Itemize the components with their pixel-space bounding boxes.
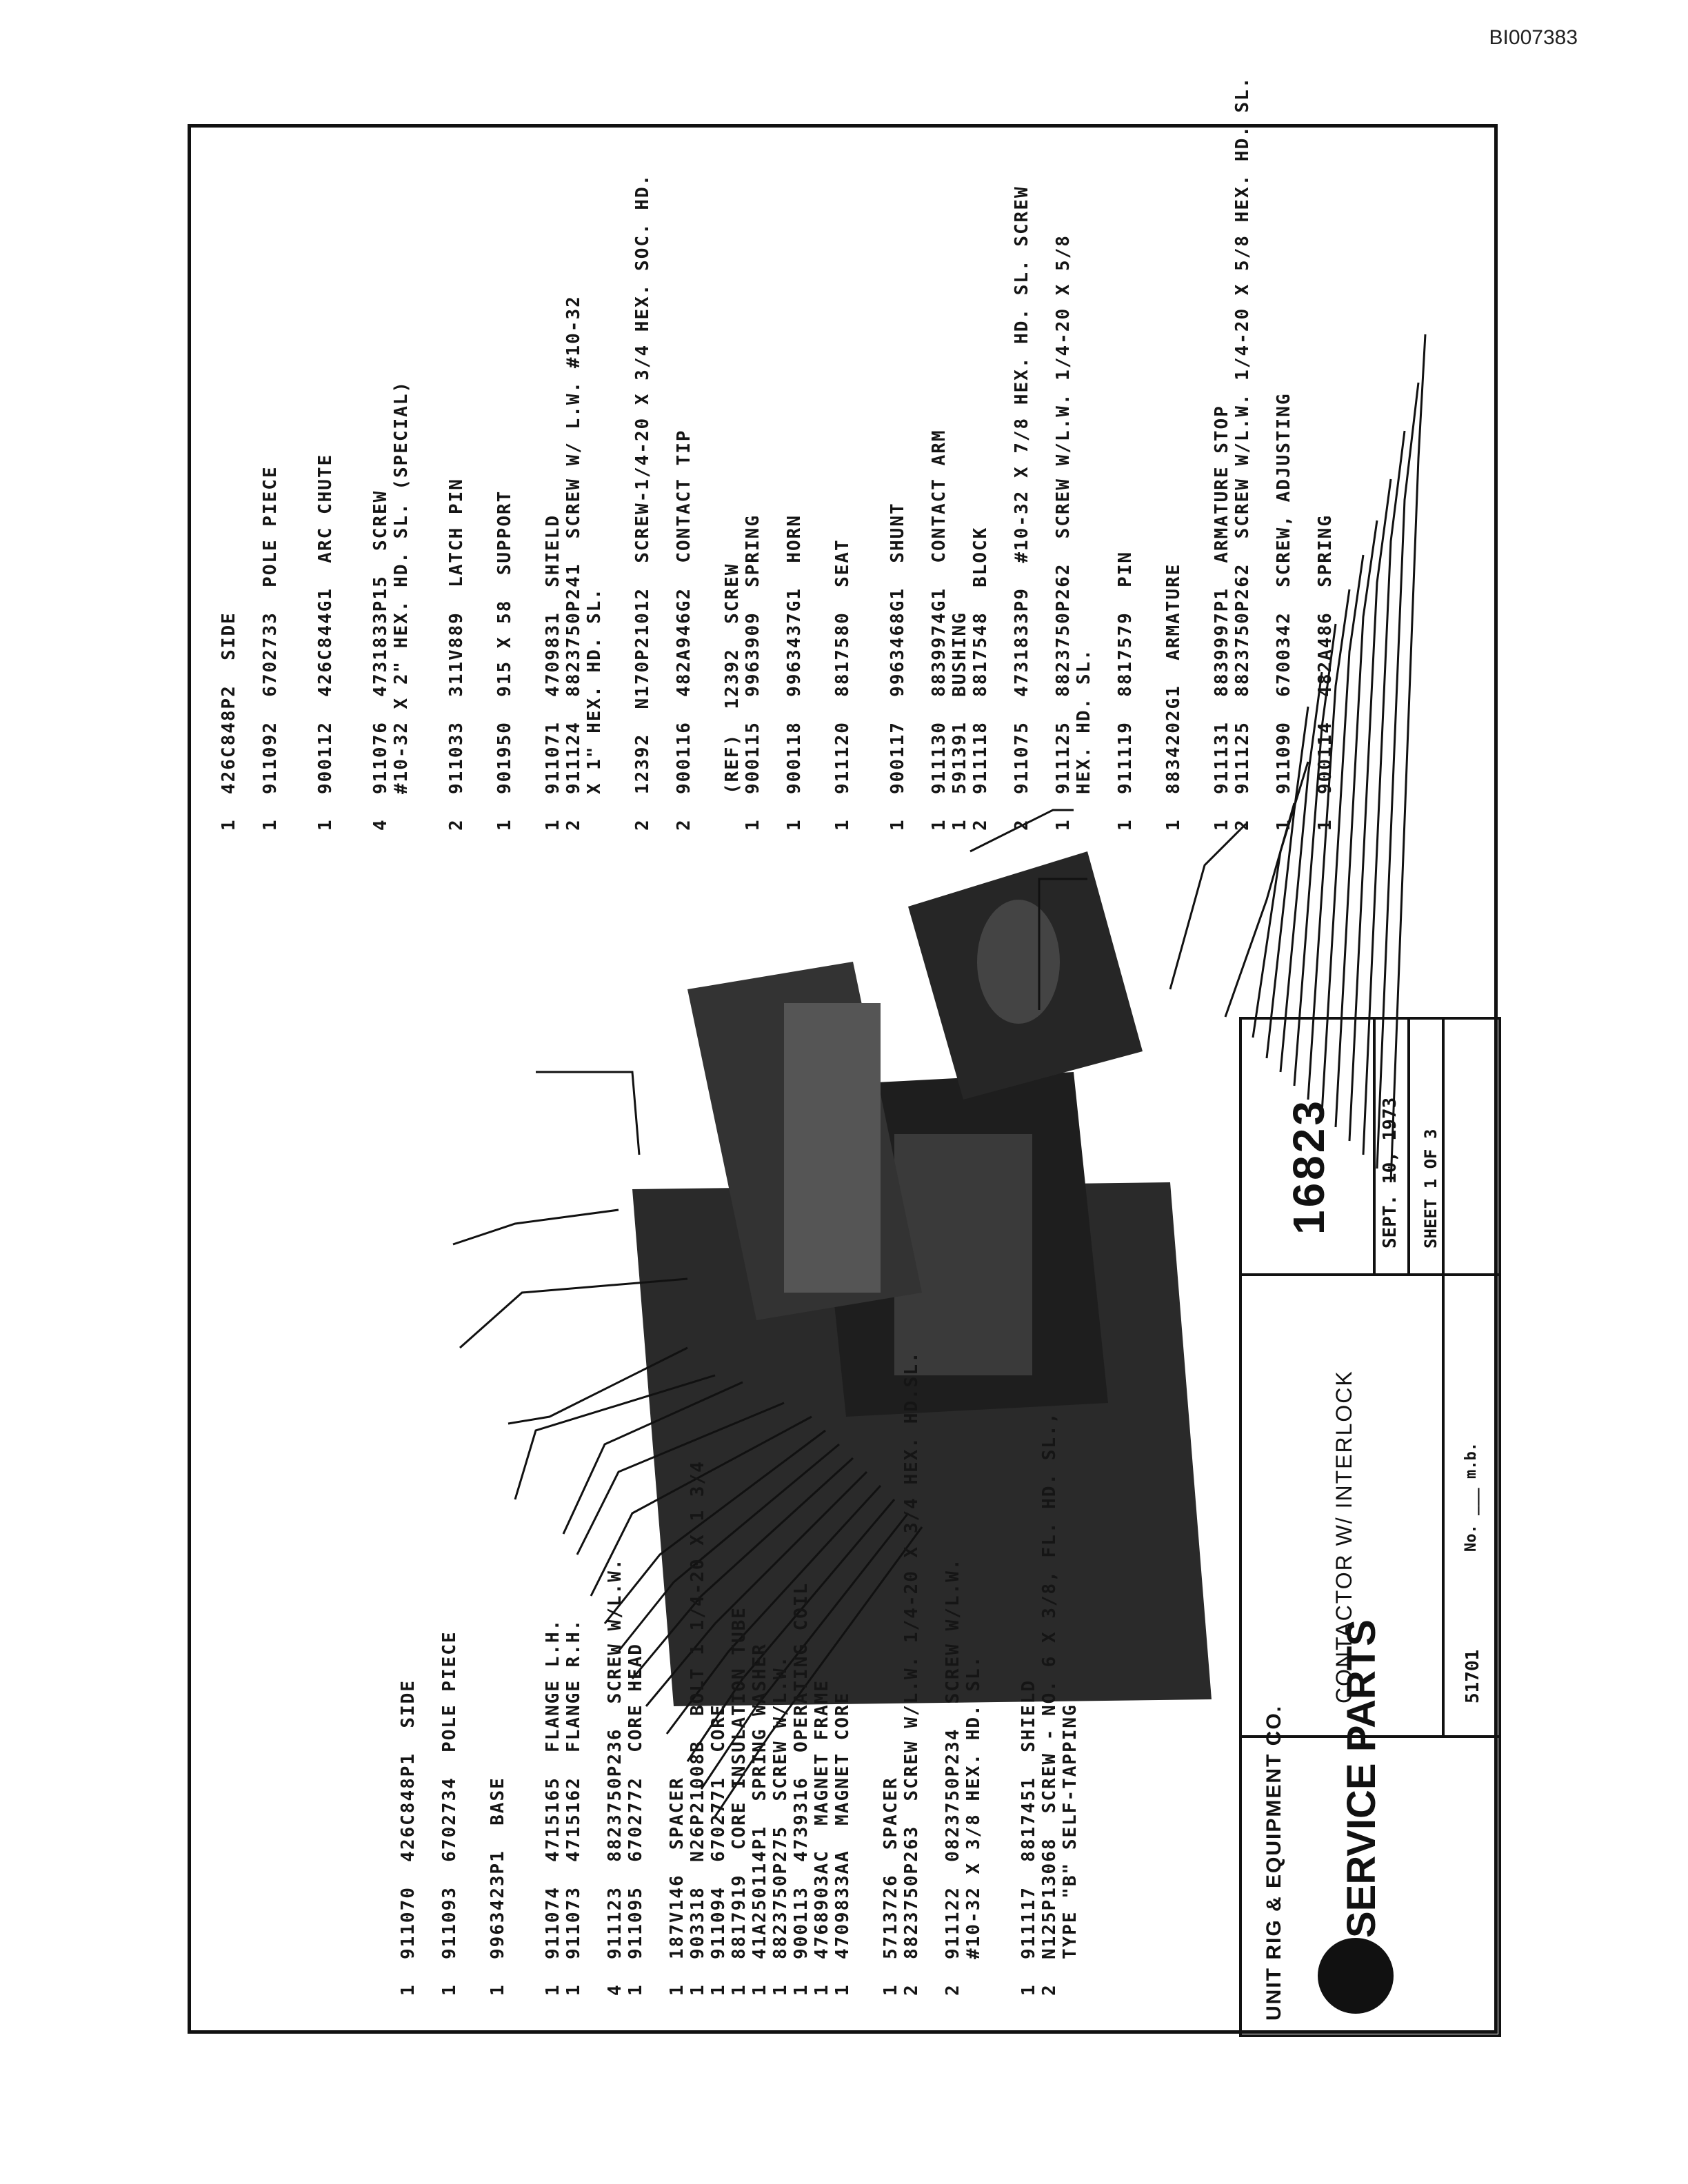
drawing-extra: No. ___ m.b. xyxy=(1463,1442,1480,1552)
leader-lines-left xyxy=(452,1071,923,1817)
operating-coil-shape xyxy=(894,1134,1032,1375)
callout-right-12: (REF) 12392 SCREW xyxy=(722,563,743,831)
callout-right-28: 1 900114 482A486 SPRING xyxy=(1315,514,1336,831)
callout-right-11: 2 900116 482A946G2 CONTACT TIP xyxy=(674,429,694,831)
callout-left-12: 1 8823750P275 SCREW W/L.W. xyxy=(770,1655,791,1996)
callout-right-4: #10-32 X 2" HEX. HD. SL. (SPECIAL) xyxy=(391,380,412,831)
rotated-sheet: 1 911070 426C848P1 SIDE 1 911093 6702734… xyxy=(191,76,1501,2037)
callout-left-8: 1 903318 N26P21008B BOLT 1 1/4-20 X 1 3/… xyxy=(687,1460,708,1996)
callout-right-9: X 1" HEX. HD. SL. xyxy=(584,587,605,831)
callout-right-16: 1 900117 9963468G1 SHUNT xyxy=(887,502,908,831)
callout-right-22: HEX. HD. SL. xyxy=(1074,648,1094,831)
callout-right-24: 1 8834202G1 ARMATURE xyxy=(1163,563,1184,831)
drawing-sheet: SHEET 1 OF 3 xyxy=(1421,1129,1440,1248)
document-id: BI007383 xyxy=(1489,26,1578,49)
drawing-number: 16823 xyxy=(1284,1098,1334,1235)
callout-left-7: 1 187V146 SPACER xyxy=(667,1777,687,1996)
callout-right-13: 1 900115 9963909 SPRING xyxy=(743,514,763,831)
shunt-shape xyxy=(977,900,1060,1024)
callout-right-14: 1 900118 9963437G1 HORN xyxy=(784,514,805,831)
parts-illustration xyxy=(452,334,1427,1817)
callout-right-8: 2 911124 8823750P241 SCREW W/ L.W. #10-3… xyxy=(563,295,584,831)
callout-left-11: 1 41A250114P1 SPRING WASHER xyxy=(750,1643,770,1996)
callout-left-14: 1 4768903AC MAGNET FRAME xyxy=(812,1679,832,1996)
callout-left-21: 2 N125P13068 SCREW - NO. 6 X 3/8, FL. HD… xyxy=(1039,1411,1060,1996)
callout-right-0: 1 426C848P2 SIDE xyxy=(219,611,239,831)
leader-lines-right xyxy=(969,334,1427,1183)
callout-left-2: 1 9963423P1 BASE xyxy=(488,1777,508,1996)
callout-right-7: 1 911071 4709831 SHIELD xyxy=(543,514,563,831)
callout-left-1: 1 911093 6702734 POLE PIECE xyxy=(439,1630,460,1996)
drawing-description: CONTACTOR W/ INTERLOCK xyxy=(1332,1370,1356,1703)
callout-left-19: #10-32 X 3/8 HEX. HD. SL. xyxy=(963,1655,984,1996)
callout-right-6: 1 901950 915 X 58 SUPPORT xyxy=(494,489,515,831)
callout-left-9: 1 911094 6702771 CORE xyxy=(708,1703,729,1996)
callout-right-19: 2 911118 8817548 BLOCK xyxy=(970,526,991,831)
callout-right-10: 2 12392 N170P21012 SCREW-1/4-20 X 3/4 HE… xyxy=(632,173,653,831)
callout-left-22: TYPE "B" SELF-TAPPING xyxy=(1060,1703,1081,1996)
callout-right-1: 1 911092 6702733 POLE PIECE xyxy=(260,465,281,831)
callout-left-3: 1 911074 4715165 FLANGE L.H. xyxy=(543,1618,563,1996)
callout-left-6: 1 911095 6702772 CORE HEAD xyxy=(625,1643,646,1996)
drawing-frame: 1 911070 426C848P1 SIDE 1 911093 6702734… xyxy=(188,76,1501,2037)
callout-right-21: 1 911125 8823750P262 SCREW W/L.W. 1/4-20… xyxy=(1053,234,1074,831)
callout-right-25: 1 911131 8839997P1 ARMATURE STOP xyxy=(1212,405,1232,831)
drawing-date: SEPT. 10, 1973 xyxy=(1380,1097,1400,1248)
callout-left-5: 4 911123 8823750P236 SCREW W/L.W. xyxy=(605,1557,625,1996)
callout-right-15: 1 911120 8817580 SEAT xyxy=(832,538,853,831)
callout-left-10: 1 8817919 CORE INSULATION TUBE xyxy=(729,1606,750,1996)
company-logo xyxy=(1318,1938,1394,2014)
callout-right-5: 2 911033 311V889 LATCH PIN xyxy=(446,478,467,831)
company-name: UNIT RIG & EQUIPMENT CO. xyxy=(1263,1704,1285,2021)
callout-right-2: 1 900112 426C844G1 ARC CHUTE xyxy=(315,453,336,831)
title-block: UNIT RIG & EQUIPMENT CO. SERVICE PARTS C… xyxy=(1239,1017,1501,2037)
callout-right-3: 4 911076 4731833P15 SCREW xyxy=(370,489,391,831)
callout-right-18: 1 591391 BUSHING xyxy=(950,611,970,831)
callout-left-16: 1 5713726 SPACER xyxy=(881,1777,901,1996)
callout-left-15: 1 4709833AA MAGNET CORE xyxy=(832,1691,853,1996)
callout-right-17: 1 911130 8839974G1 CONTACT ARM xyxy=(929,429,950,831)
callout-left-18: 2 911122 0823750P234 SCREW W/L.W. xyxy=(943,1557,963,1996)
callout-left-13: 1 900113 4739316 OPERATING COIL xyxy=(791,1581,812,1996)
callout-left-0: 1 911070 426C848P1 SIDE xyxy=(398,1679,419,1996)
callout-right-26: 2 911125 8823750P262 SCREW W/L.W. 1/4-20… xyxy=(1232,76,1253,831)
callout-left-20: 1 911117 8817451 SHIELD xyxy=(1018,1679,1039,1996)
callout-right-27: 1 911090 6700342 SCREW, ADJUSTING xyxy=(1274,392,1294,831)
callout-right-23: 1 911119 8817579 PIN xyxy=(1115,550,1136,831)
drawing-code: 51701 xyxy=(1463,1649,1483,1703)
callout-left-4: 1 911073 4715162 FLANGE R.H. xyxy=(563,1618,584,1996)
arc-chute-plates xyxy=(784,1003,881,1293)
callout-right-20: 2 911075 4731833P9 #10-32 X 7/8 HEX. HD.… xyxy=(1012,185,1032,831)
callout-left-17: 2 8823750P263 SCREW W/L.W. 1/4-20 X 3/4 … xyxy=(901,1351,922,1996)
